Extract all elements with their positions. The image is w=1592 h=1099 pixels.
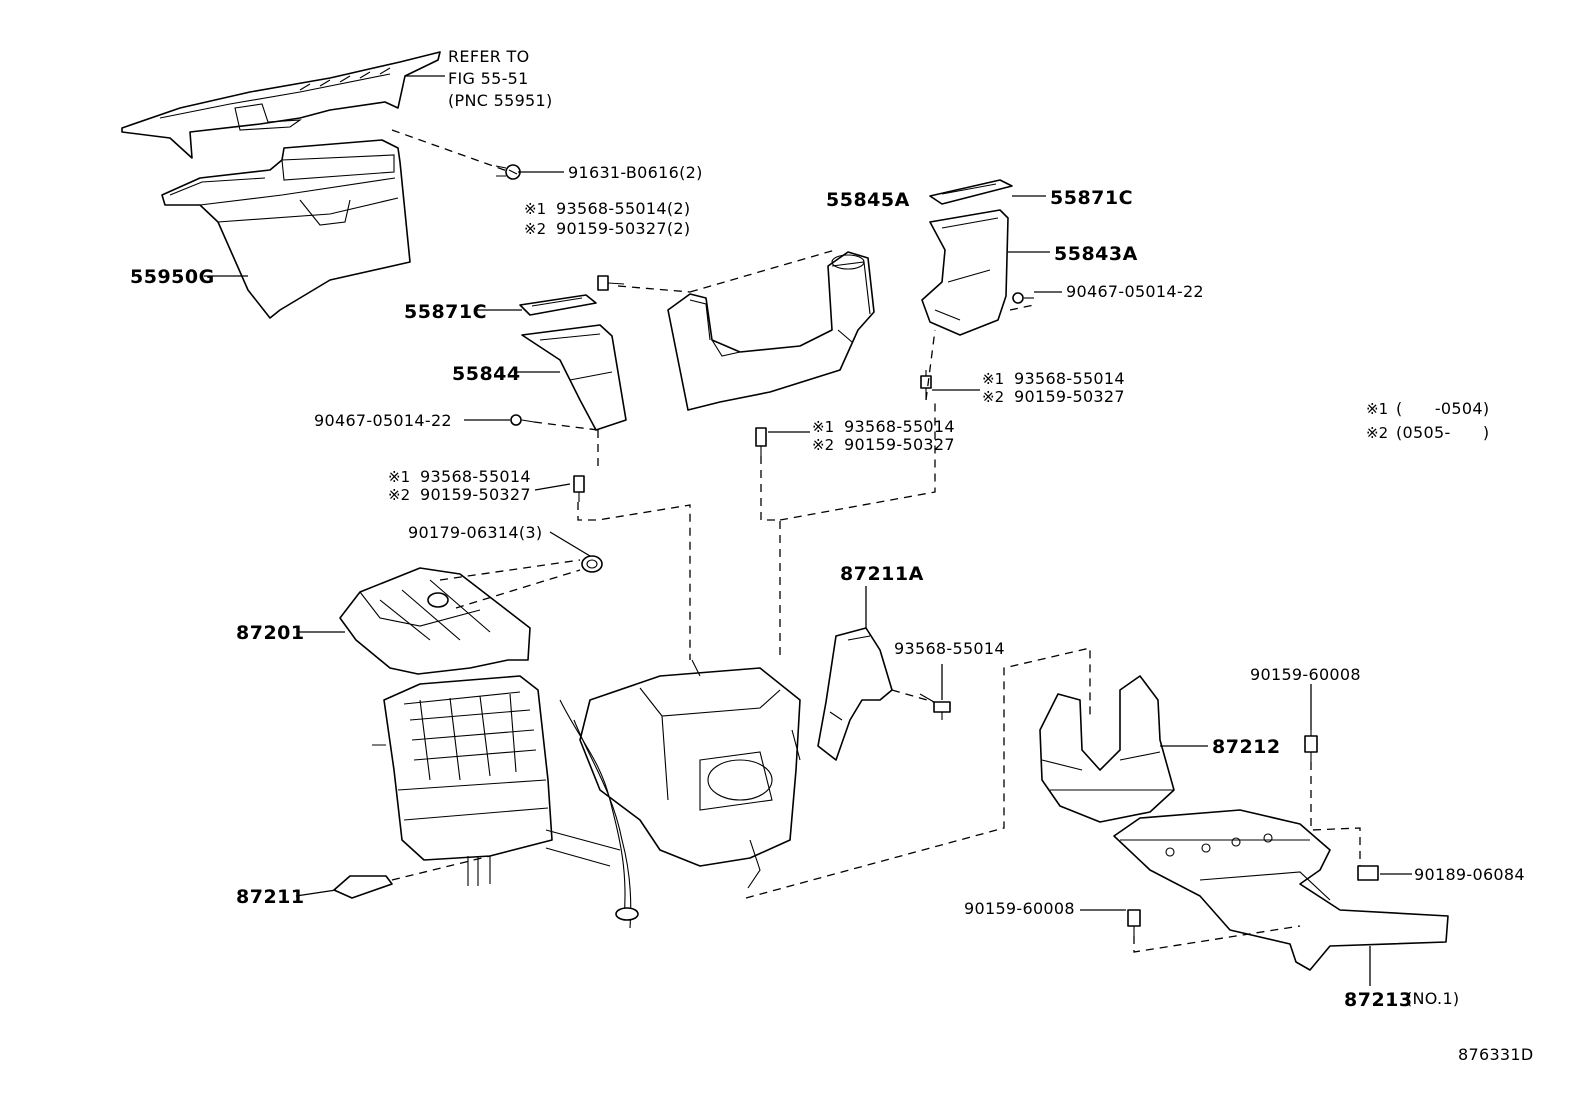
part-87211-drain [333, 875, 393, 899]
part-55871c-left [519, 294, 597, 316]
label-s1-symbol-top: ※1 [524, 200, 546, 218]
label-91631: 91631-B0616(2) [568, 163, 703, 182]
label-55844: 55844 [452, 363, 521, 385]
part-55843a-duct [921, 209, 1009, 336]
label-90159-b: 90159-50327 [844, 435, 955, 454]
label-90159-60008-top: 90159-60008 [1250, 665, 1361, 684]
label-93568-b: 93568-55014 [844, 417, 955, 436]
bolt-93568-single [919, 693, 951, 720]
bolt-93568-left-bottom [573, 475, 585, 502]
label-93568-single: 93568-55014 [894, 639, 1005, 658]
label-55871c-right: 55871C [1050, 187, 1133, 209]
label-87211a: 87211A [840, 563, 924, 585]
label-s2-symbol-left: ※2 [388, 486, 410, 504]
label-55950g: 55950G [130, 266, 215, 288]
label-90467-left: 90467-05014-22 [314, 411, 452, 430]
bolt-93568-center [755, 427, 767, 456]
label-55871c-left: 55871C [404, 301, 487, 323]
hvac-unit-assembly [372, 659, 801, 929]
label-s2-symbol-right: ※2 [982, 388, 1004, 406]
part-87213-duct [1113, 809, 1449, 971]
label-90179: 90179-06314(3) [408, 523, 542, 542]
label-93568-2: 93568-55014(2) [556, 199, 690, 218]
label-55845a: 55845A [826, 189, 910, 211]
label-s2-symbol-center: ※2 [812, 436, 834, 454]
bolt-90467-right [1012, 292, 1034, 304]
label-90159-c: 90159-50327 [1014, 387, 1125, 406]
label-55843a: 55843A [1054, 243, 1138, 265]
screw-90159-top [1304, 730, 1318, 762]
legend-s1-text: ( -0504) [1396, 399, 1489, 418]
label-90159-a: 90159-50327 [420, 485, 531, 504]
part-87212-duct [1039, 675, 1175, 823]
label-87201: 87201 [236, 622, 305, 644]
refer-note-line-3: (PNC 55951) [448, 91, 553, 110]
legend-s2-text: (0505- ) [1396, 423, 1489, 442]
label-90467-right: 90467-05014-22 [1066, 282, 1204, 301]
clip-90179 [581, 555, 603, 573]
part-55871c-right [929, 179, 1013, 205]
figure-id: 876331D [1458, 1045, 1534, 1064]
label-93568-a: 93568-55014 [420, 467, 531, 486]
bolt-90467-left [510, 414, 535, 426]
part-55844-duct [521, 324, 627, 431]
part-55845a-duct [667, 251, 875, 411]
label-93568-c: 93568-55014 [1014, 369, 1125, 388]
label-87212: 87212 [1212, 736, 1281, 758]
legend-s1-symbol: ※1 [1366, 400, 1388, 418]
bolt-93568-left-top [597, 275, 625, 291]
screw-90159-bottom [1127, 909, 1141, 936]
label-s1-symbol-left: ※1 [388, 468, 410, 486]
label-s1-symbol-center: ※1 [812, 418, 834, 436]
alignment-lines [391, 129, 1361, 953]
part-55950g-duct [161, 139, 411, 319]
label-s1-symbol-right: ※1 [982, 370, 1004, 388]
clip-90189 [1357, 865, 1379, 881]
legend-s2-symbol: ※2 [1366, 424, 1388, 442]
label-87211: 87211 [236, 886, 305, 908]
instrument-panel-reference [121, 51, 441, 159]
label-s2-symbol-top: ※2 [524, 220, 546, 238]
label-90159-60008-bottom: 90159-60008 [964, 899, 1075, 918]
label-87213: 87213 [1344, 989, 1413, 1011]
screw-91631 [495, 164, 521, 180]
legend: ※1 ( -0504) ※2 (0505- ) [1366, 399, 1489, 442]
leader-lines [204, 75, 1412, 986]
refer-note-line-1: REFER TO [448, 47, 530, 66]
part-87201-case [339, 567, 531, 675]
label-90189: 90189-06084 [1414, 865, 1525, 884]
label-87213-note: (NO.1) [1406, 989, 1459, 1008]
refer-note: REFER TO FIG 55-51 (PNC 55951) [448, 47, 553, 110]
label-90159-2: 90159-50327(2) [556, 219, 690, 238]
refer-note-line-2: FIG 55-51 [448, 69, 529, 88]
part-87211a-duct [817, 627, 893, 761]
